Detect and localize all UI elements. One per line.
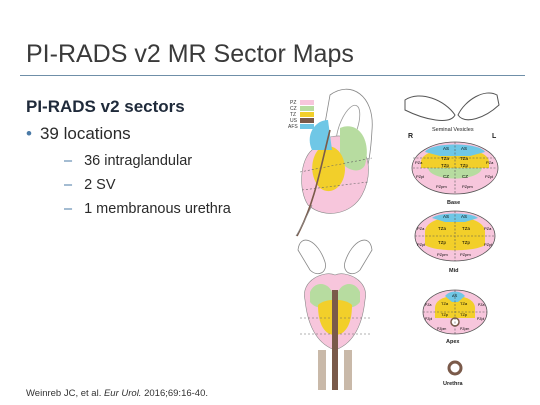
sector-label: PZa bbox=[486, 160, 494, 165]
sector-label: PZpm bbox=[437, 252, 448, 257]
legend-entry: TZ bbox=[290, 112, 314, 118]
slide-title: PI-RADS v2 MR Sector Maps bbox=[26, 40, 354, 68]
legend-swatch bbox=[300, 118, 314, 123]
apex-axial-map: AS TZa TZa TZp TZp PZa PZa PZpl PZpl PZp… bbox=[422, 289, 488, 345]
sector-label: PZpl bbox=[485, 174, 493, 179]
sector-label: TZa bbox=[460, 156, 468, 161]
sector-label: AS bbox=[461, 214, 467, 219]
sector-label: AS bbox=[461, 146, 467, 151]
sector-label: PZpl bbox=[425, 317, 432, 321]
legend-swatch bbox=[300, 124, 314, 129]
sector-label: TZa bbox=[460, 301, 468, 306]
sector-label: TZp bbox=[460, 163, 468, 168]
sector-label: TZp bbox=[460, 312, 468, 317]
sub-item-text: 1 membranous urethra bbox=[84, 201, 231, 217]
coronal-view bbox=[297, 239, 373, 390]
sector-label: TZa bbox=[438, 226, 446, 231]
right-label: R bbox=[408, 133, 413, 140]
base-label: Base bbox=[447, 200, 460, 206]
citation-details: 2016;69:16-40. bbox=[141, 388, 209, 399]
bullet-dot-icon: • bbox=[26, 124, 32, 143]
sub-item-text: 2 SV bbox=[84, 177, 116, 193]
sector-label: TZp bbox=[441, 163, 449, 168]
sector-label: PZpm bbox=[436, 184, 447, 189]
sector-label: TZp bbox=[441, 312, 449, 317]
dash-icon: – bbox=[64, 201, 73, 217]
sector-label: PZa bbox=[415, 160, 423, 165]
sector-label: AS bbox=[443, 146, 449, 151]
bullet-item: • 39 locations bbox=[26, 124, 131, 144]
sagittal-view bbox=[295, 88, 373, 237]
sector-label: PZpl bbox=[417, 242, 425, 247]
sub-item-text: 36 intraglandular bbox=[84, 153, 193, 169]
legend-entry: PZ bbox=[290, 100, 314, 106]
citation: Weinreb JC, et al. Eur Urol. 2016;69:16-… bbox=[26, 388, 208, 399]
sector-label: PZpl bbox=[484, 242, 492, 247]
legend-entry: US bbox=[290, 118, 314, 124]
base-axial-map: AS AS TZa TZa TZp TZp CZ CZ PZa PZa PZpl… bbox=[411, 141, 499, 206]
sector-label: CZ bbox=[443, 174, 449, 179]
urethra-label: Urethra bbox=[443, 381, 464, 387]
sub-item: –2 SV bbox=[64, 177, 116, 193]
sector-label: PZpm bbox=[462, 184, 473, 189]
sector-label: TZa bbox=[441, 156, 449, 161]
legend-swatch bbox=[300, 106, 314, 111]
legend-entry: AFS bbox=[288, 124, 314, 130]
legend: PZ CZ TZ US AFS bbox=[288, 100, 314, 130]
sector-label: TZp bbox=[462, 240, 470, 245]
dash-icon: – bbox=[64, 153, 73, 169]
section-heading: PI-RADS v2 sectors bbox=[26, 97, 185, 116]
sector-label: PZa bbox=[484, 226, 492, 231]
legend-label: TZ bbox=[290, 112, 296, 118]
bullet-text: 39 locations bbox=[39, 124, 131, 143]
citation-authors: Weinreb JC, et al. bbox=[26, 388, 104, 399]
legend-label: AFS bbox=[288, 124, 298, 130]
mid-axial-map: AS AS TZa TZa TZp TZp PZa PZa PZpl PZpl … bbox=[414, 210, 496, 274]
sector-label: TZa bbox=[462, 226, 470, 231]
legend-swatch bbox=[300, 100, 314, 105]
sector-label: PZa bbox=[478, 303, 484, 307]
legend-swatch bbox=[300, 112, 314, 117]
sector-label: TZp bbox=[438, 240, 446, 245]
left-label: L bbox=[492, 133, 497, 140]
legend-label: US bbox=[290, 118, 298, 124]
sector-label: CZ bbox=[462, 174, 468, 179]
sector-label: TZa bbox=[441, 301, 449, 306]
sub-item: –36 intraglandular bbox=[64, 153, 192, 169]
sector-label: PZa bbox=[417, 226, 425, 231]
sector-label: PZpm bbox=[460, 252, 471, 257]
sector-label: PZpm bbox=[460, 327, 469, 331]
citation-journal: Eur Urol. bbox=[103, 388, 142, 399]
seminal-vesicles-diagram: Seminal Vesicles bbox=[404, 92, 500, 133]
legend-label: CZ bbox=[290, 106, 297, 112]
sector-label: AS bbox=[443, 214, 449, 219]
sub-item: –1 membranous urethra bbox=[64, 201, 231, 217]
sector-label: PZa bbox=[425, 303, 431, 307]
sector-label: PZpl bbox=[477, 317, 484, 321]
sector-label: AS bbox=[452, 293, 458, 298]
sector-label: PZpl bbox=[416, 174, 424, 179]
legend-entry: CZ bbox=[290, 106, 314, 112]
dash-icon: – bbox=[64, 177, 73, 193]
sector-label: PZpm bbox=[437, 327, 446, 331]
title-divider bbox=[20, 75, 525, 76]
mid-label: Mid bbox=[449, 268, 458, 274]
seminal-vesicles-label: Seminal Vesicles bbox=[432, 127, 474, 133]
legend-label: PZ bbox=[290, 100, 296, 106]
urethra-diagram: Urethra bbox=[443, 360, 464, 387]
apex-label: Apex bbox=[446, 339, 460, 345]
